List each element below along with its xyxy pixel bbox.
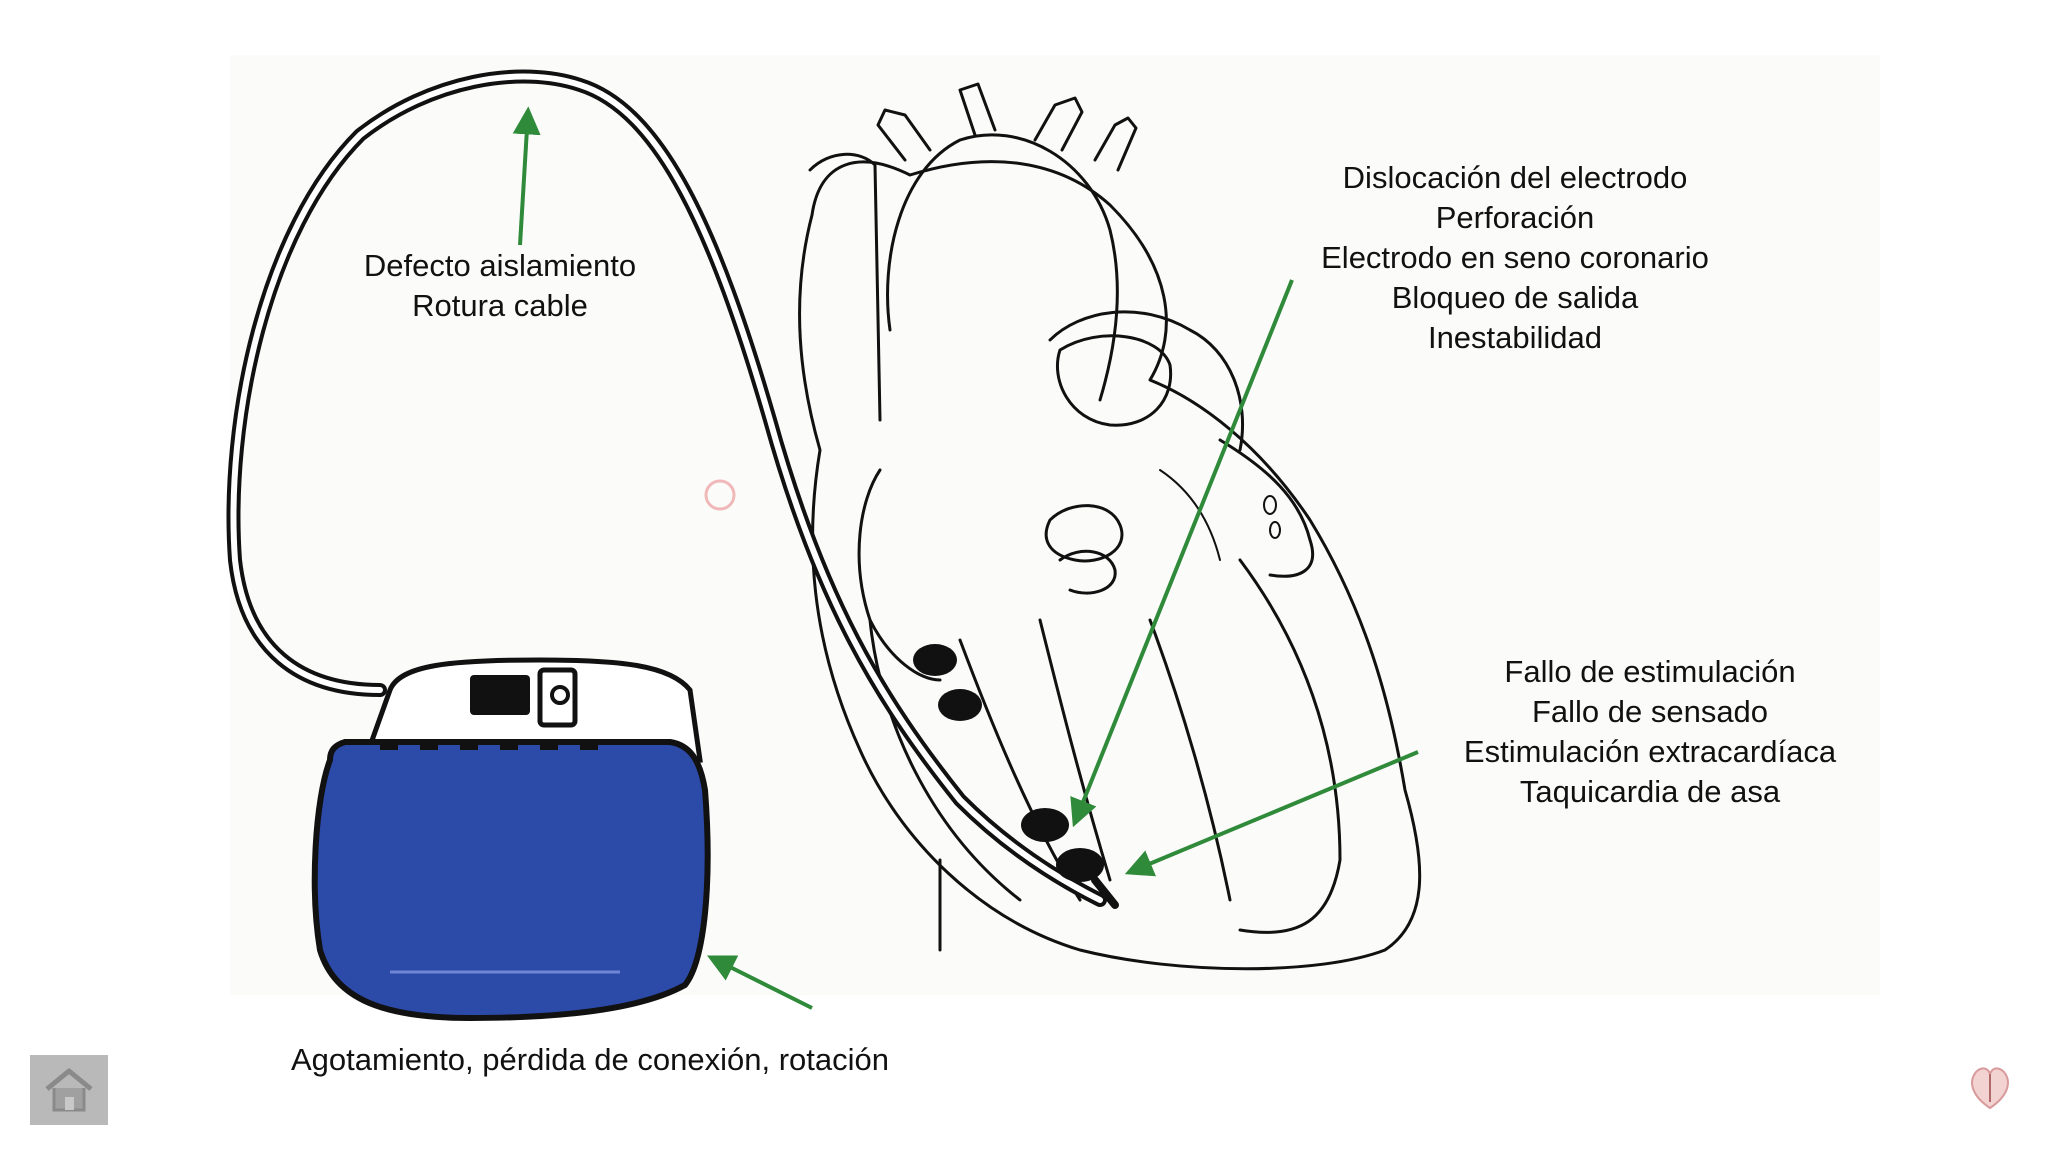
label-line: Rotura cable: [412, 288, 588, 323]
label-battery-issues: Agotamiento, pérdida de conexión, rotaci…: [290, 1042, 889, 1077]
label-line: Fallo de estimulación: [1504, 654, 1796, 689]
aorta-branch-4: [1093, 116, 1138, 172]
arrow-stimulation: [1124, 750, 1419, 877]
pulse-generator: [311, 657, 711, 1022]
home-icon: [45, 1068, 93, 1112]
lead-rings: [913, 644, 1104, 882]
header-port: [470, 675, 530, 715]
generator-header: [361, 657, 703, 763]
arrow-cable: [512, 106, 541, 246]
label-electrode-issues: Dislocación del electrodo Perforación El…: [1250, 158, 1780, 358]
label-line: Inestabilidad: [1427, 320, 1603, 355]
vena-cava: [808, 152, 882, 422]
arrow-electrode: [1070, 279, 1294, 828]
tricuspid-valve: [1044, 504, 1124, 563]
lead-ring-4: [1056, 848, 1104, 882]
septum: [1038, 618, 1112, 882]
heart-outline: [798, 160, 1422, 971]
label-line: Bloqueo de salida: [1391, 280, 1639, 315]
inner-trabecular-1: [1148, 618, 1232, 902]
lead-ring-1: [913, 644, 957, 676]
lead-ring-2: [938, 689, 982, 721]
aorta-branch-3: [1033, 96, 1084, 152]
arrow-battery: [706, 955, 813, 1010]
label-stimulation-issues: Fallo de estimulación Fallo de sensado E…: [1410, 652, 1890, 812]
label-line: Taquicardia de asa: [1519, 774, 1781, 809]
aorta-branch-2: [958, 82, 997, 137]
label-line: Dislocación del electrodo: [1342, 160, 1688, 195]
left-ventricle-wall: [1238, 558, 1342, 934]
label-line: Estimulación extracardíaca: [1463, 734, 1837, 769]
coronary-vessel: [1159, 469, 1221, 561]
generator-body: [311, 739, 711, 1022]
aorta-branch-1: [876, 108, 932, 162]
label-line: Defecto aislamiento: [363, 248, 637, 283]
label-cable-failure: Defecto aislamiento Rotura cable: [300, 246, 700, 326]
lead-tip: [1091, 876, 1119, 909]
logo-icon: [1971, 1067, 2009, 1110]
pacemaker-lead: [226, 69, 1119, 909]
mitral-valve: [1058, 549, 1117, 595]
label-line: Perforación: [1435, 200, 1595, 235]
annotation-arrows: [512, 106, 1419, 1010]
label-line: Fallo de sensado: [1531, 694, 1769, 729]
header-port-2: [537, 667, 578, 728]
set-screw: [550, 685, 570, 705]
pulmonary-valve: [1055, 334, 1173, 427]
lead-inner: [230, 73, 1103, 903]
cursor-marker: [704, 479, 736, 511]
label-line: Electrodo en seno coronario: [1321, 240, 1709, 275]
heart-illustration: [798, 82, 1422, 971]
vessel-ostium-1: [1263, 495, 1277, 515]
vessel-ostium-2: [1269, 521, 1281, 539]
right-ventricle-wall: [868, 618, 1022, 902]
home-button[interactable]: [30, 1055, 108, 1125]
left-atrium: [1218, 438, 1315, 578]
lead-ring-3: [1021, 808, 1069, 842]
